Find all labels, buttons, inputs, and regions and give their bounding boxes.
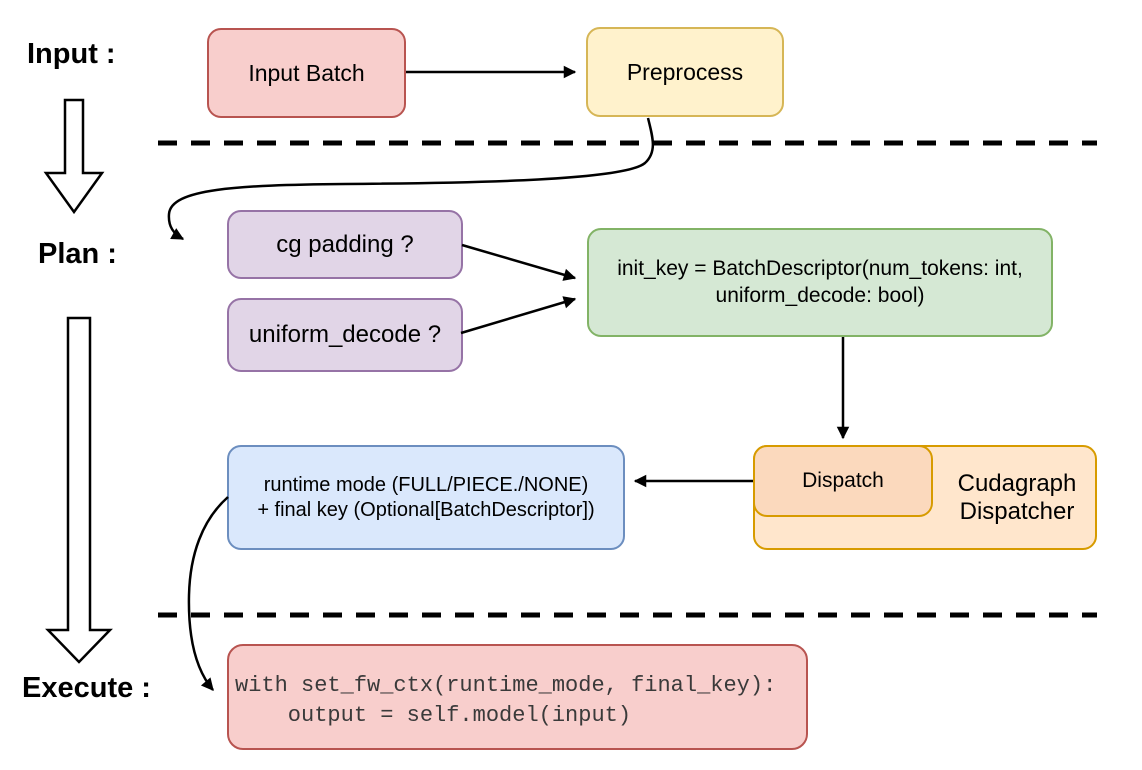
plan-section-down-arrow (45, 316, 113, 664)
runtime-mode-node: runtime mode (FULL/PIECE./NONE) + final … (227, 445, 625, 550)
runtime-mode-line1: runtime mode (FULL/PIECE./NONE) (263, 473, 589, 496)
plan-section-label: Plan : (38, 238, 117, 270)
input-batch-node: Input Batch (207, 28, 406, 118)
dispatch-node: Dispatch (753, 445, 933, 517)
cg-padding-label: cg padding ? (276, 230, 414, 258)
preprocess-node: Preprocess (586, 27, 784, 117)
arrow-uniform-decode-to-init-key (460, 296, 577, 335)
preprocess-label: Preprocess (626, 58, 744, 85)
input-section-down-arrow (43, 98, 105, 215)
arrow-cg-padding-to-init-key (461, 243, 577, 281)
execute-code-node: with set_fw_ctx(runtime_mode, final_key)… (227, 644, 808, 750)
execute-code-line2: output = self.model(input) (235, 703, 632, 728)
execute-section-label: Execute : (22, 672, 151, 704)
input-batch-label: Input Batch (248, 59, 365, 86)
input-section-label: Input : (27, 38, 116, 70)
runtime-mode-line2: + final key (Optional[BatchDescriptor]) (257, 498, 595, 521)
cudagraph-dispatcher-text: Cudagraph Dispatcher (938, 447, 1096, 548)
init-key-line1: init_key = BatchDescriptor(num_tokens: i… (617, 257, 1023, 281)
cudagraph-dispatcher-line1: Cudagraph (957, 469, 1077, 497)
cg-padding-node: cg padding ? (227, 210, 463, 279)
dispatch-label: Dispatch (802, 468, 884, 492)
cudagraph-dispatcher-line2: Dispatcher (959, 497, 1075, 525)
init-key-line2: uniform_decode: bool) (715, 283, 925, 307)
execute-code-line1: with set_fw_ctx(runtime_mode, final_key)… (235, 673, 777, 698)
arrow-runtime-mode-to-execute-code (187, 496, 229, 691)
uniform-decode-node: uniform_decode ? (227, 298, 463, 372)
uniform-decode-label: uniform_decode ? (248, 321, 442, 348)
init-key-node: init_key = BatchDescriptor(num_tokens: i… (587, 228, 1053, 337)
